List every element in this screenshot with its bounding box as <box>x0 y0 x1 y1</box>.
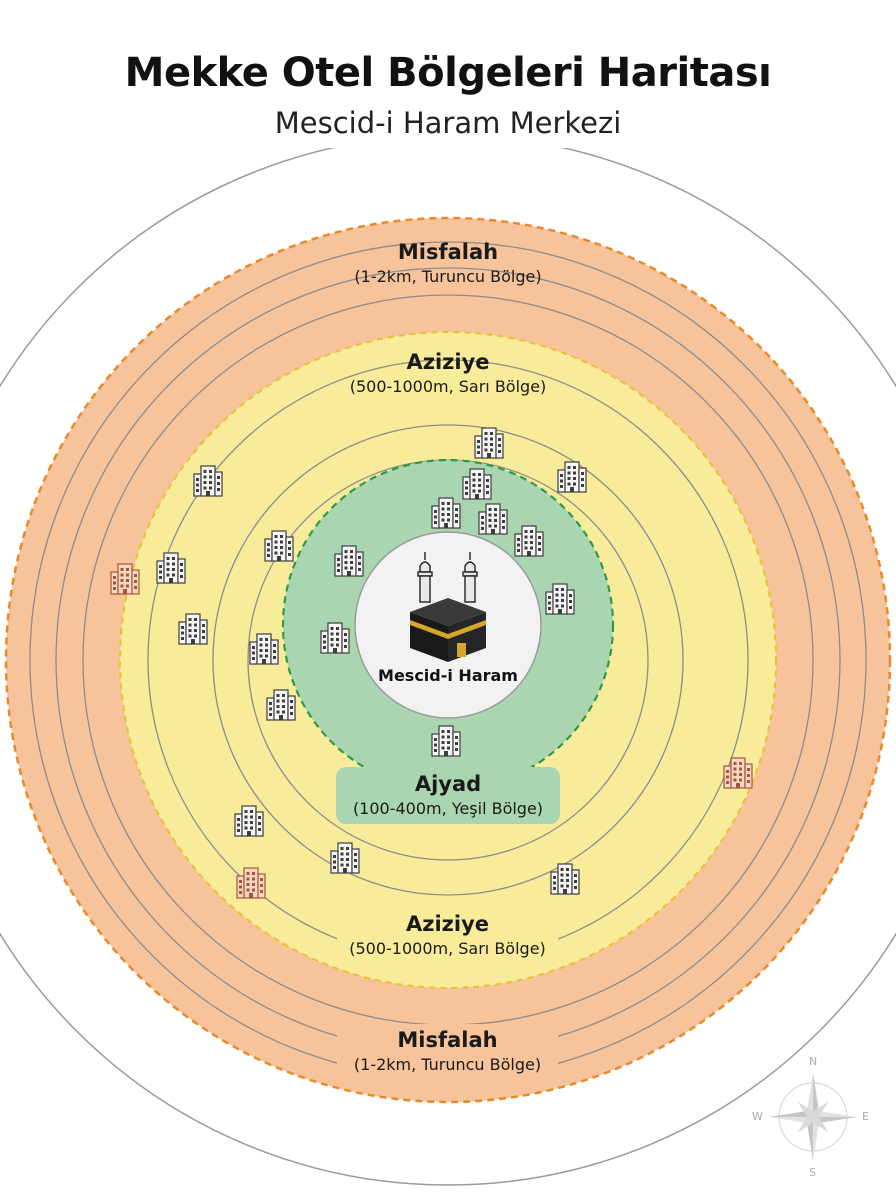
compass-south-label: S <box>809 1166 816 1179</box>
hotel-building-icon <box>431 725 461 757</box>
hotel-building-icon <box>557 461 587 493</box>
compass-rose-icon <box>769 1073 857 1161</box>
hotel-building-icon <box>320 622 350 654</box>
kaaba-icon <box>410 598 486 662</box>
ajyad-label-pill <box>336 767 560 824</box>
hotel-building-icon <box>234 805 264 837</box>
page-subtitle: Mescid-i Haram Merkezi <box>274 106 622 140</box>
misfalah-label-bottom: Misfalah (1-2km, Turuncu Bölge) <box>353 1028 542 1074</box>
hotel-building-icon <box>550 863 580 895</box>
ajyad-label: Ajyad (100-400m, Yeşil Bölge) <box>352 772 544 818</box>
hotel-building-icon <box>193 465 223 497</box>
misfalah-label-top: Misfalah (1-2km, Turuncu Bölge) <box>354 240 542 286</box>
minaret-icon <box>417 552 478 603</box>
compass-west-label: W <box>752 1110 763 1123</box>
hotel-building-icon <box>478 503 508 535</box>
aziziye-label-pill-bottom <box>337 908 558 966</box>
hotel-building-icon <box>545 583 575 615</box>
hotel-building-icon <box>514 525 544 557</box>
hotel-building-icon <box>110 563 140 595</box>
compass-north-label: N <box>809 1055 818 1068</box>
hotel-building-icon <box>178 613 208 645</box>
aziziye-label-bottom: Aziziye (500-1000m, Sarı Bölge) <box>349 912 546 958</box>
hotel-building-icon <box>249 633 279 665</box>
hotel-icons <box>110 427 753 899</box>
hotel-building-icon <box>264 530 294 562</box>
hotel-building-icon <box>431 497 461 529</box>
page-title: Mekke Otel Bölgeleri Haritası <box>124 50 772 96</box>
hotel-building-icon <box>266 689 296 721</box>
hotel-building-icon <box>462 468 492 500</box>
hotel-building-icon <box>330 842 360 874</box>
aziziye-label-top: Aziziye (500-1000m, Sarı Bölge) <box>349 350 547 396</box>
hotel-building-icon <box>156 552 186 584</box>
hotel-building-icon <box>334 545 364 577</box>
hotel-building-icon <box>723 757 753 789</box>
mescid-i-haram-label: Mescid-i Haram <box>378 666 518 685</box>
hotel-building-icon <box>474 427 504 459</box>
misfalah-label-pill-bottom <box>337 1024 558 1082</box>
compass-east-label: E <box>862 1110 869 1123</box>
hotel-building-icon <box>236 867 266 899</box>
